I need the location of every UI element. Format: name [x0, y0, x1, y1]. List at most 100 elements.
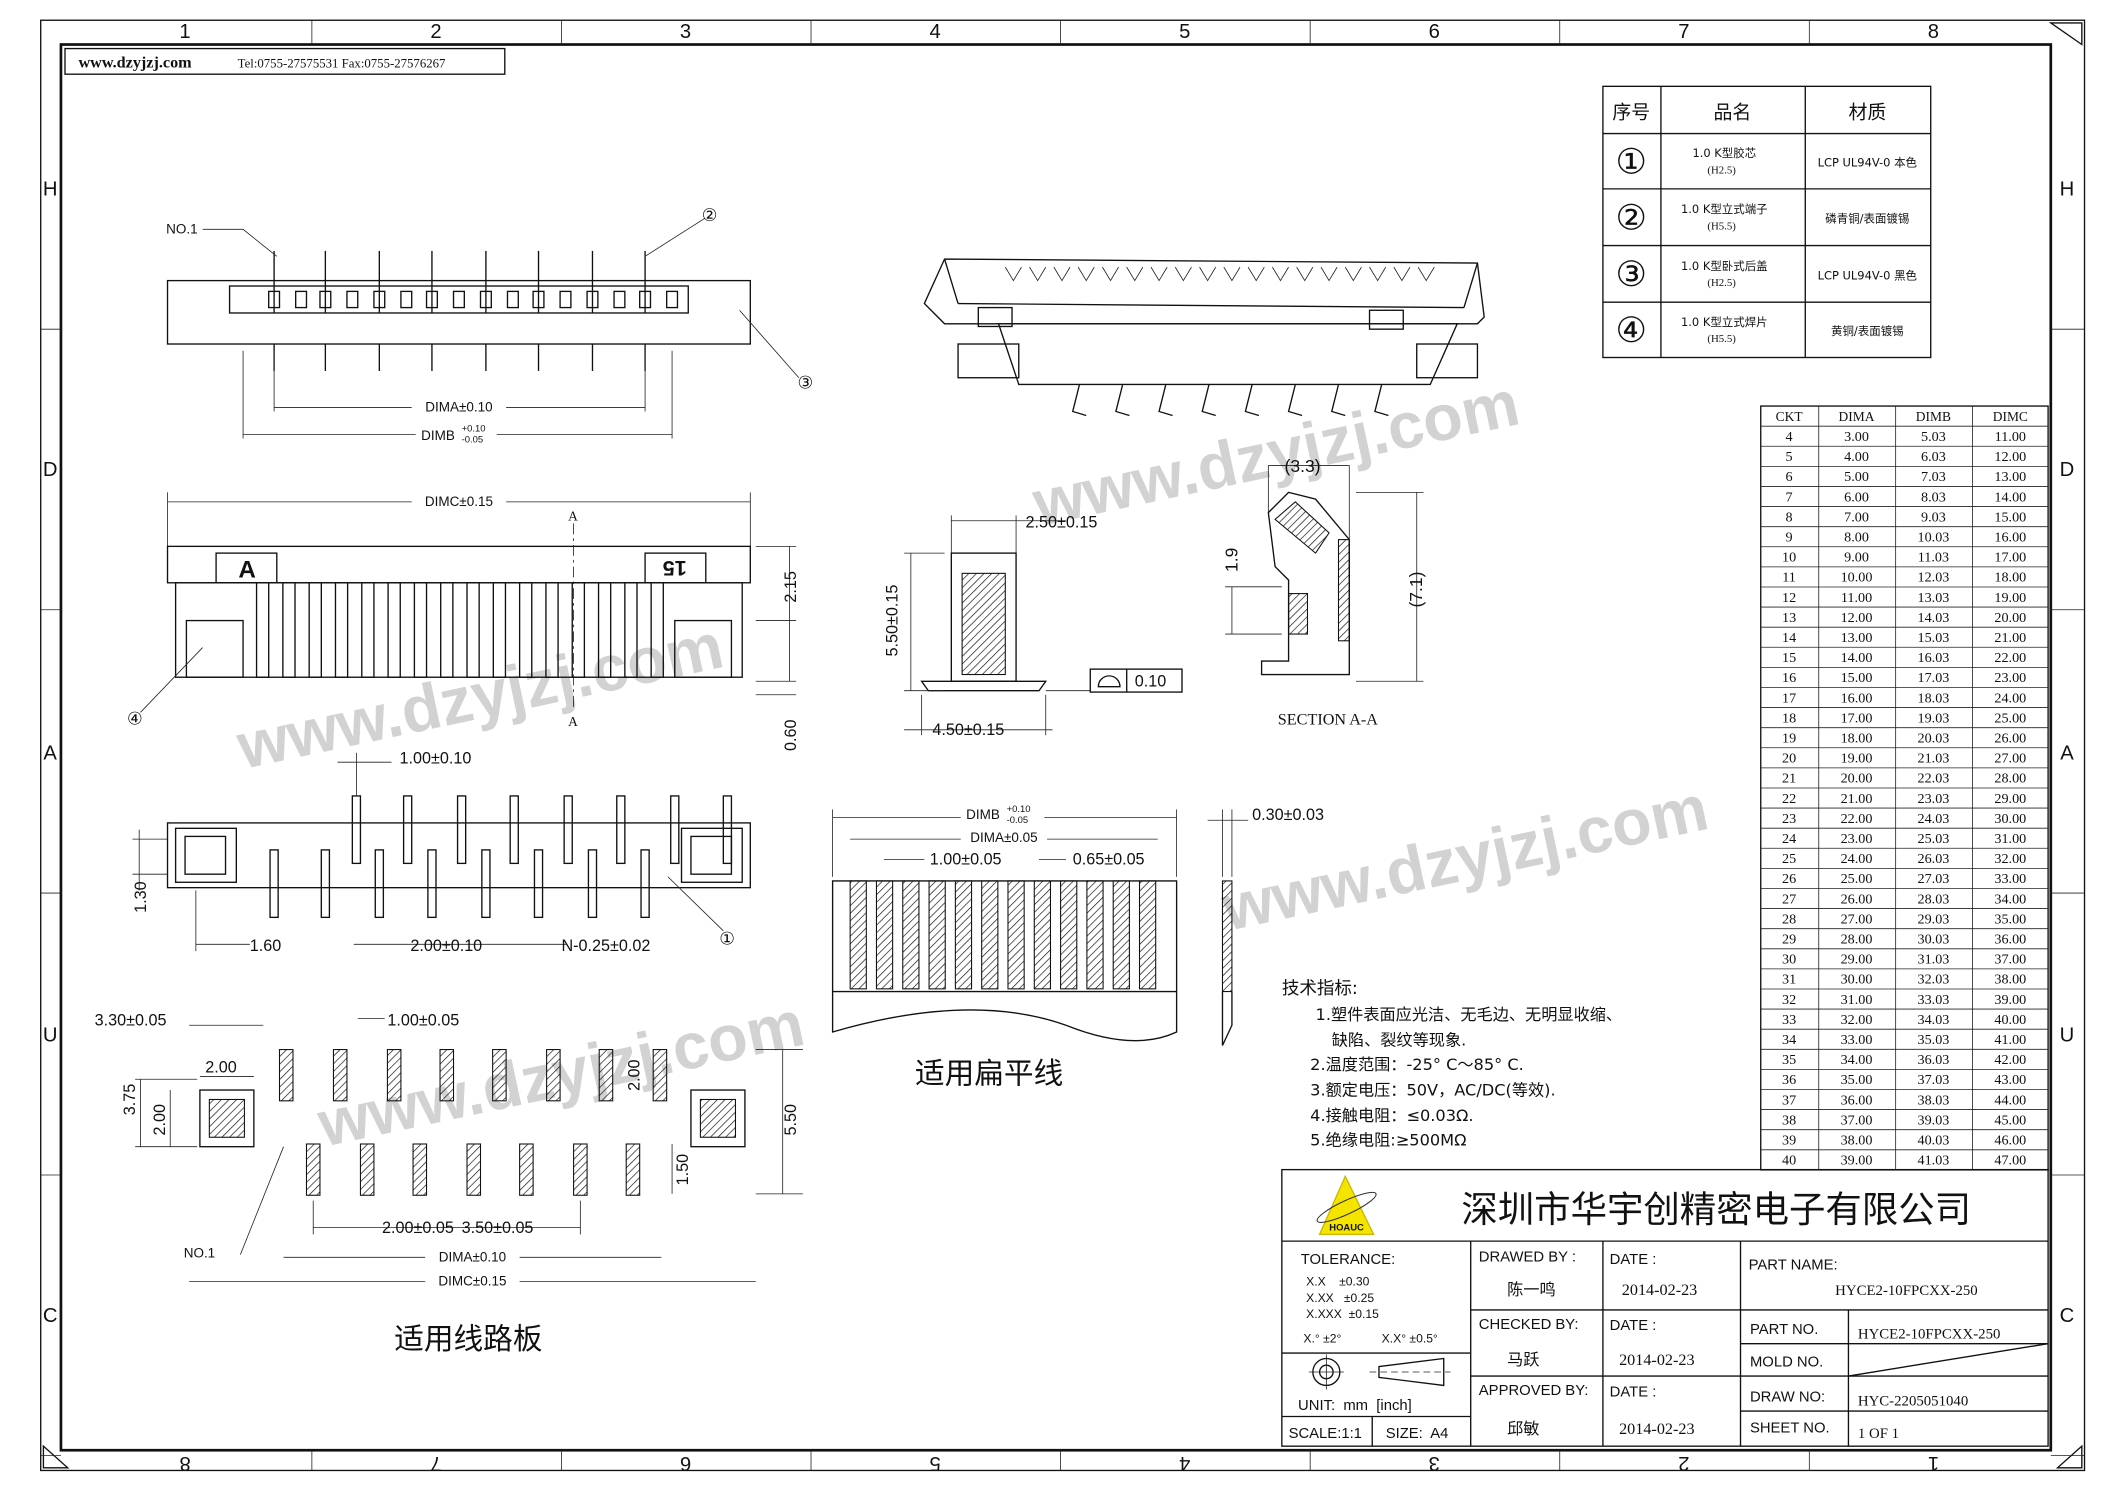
table-cell: 34.00 — [1841, 1052, 1873, 1068]
table-cell: 32.00 — [1841, 1012, 1873, 1028]
company-logo: HOAUC — [1316, 1174, 1377, 1236]
table-header: CKT — [1776, 409, 1804, 424]
table-cell: 44.00 — [1994, 1092, 2026, 1108]
pcb-pad — [466, 1143, 482, 1196]
table-cell: 7 — [1786, 489, 1793, 505]
grid-label: 8 — [1928, 21, 1939, 43]
svg-text:技术指标:: 技术指标: — [1282, 979, 1358, 999]
table-cell: 38 — [1782, 1112, 1796, 1128]
svg-text:3.50±0.05: 3.50±0.05 — [462, 1219, 534, 1237]
pcb-pad — [598, 1049, 614, 1102]
table-cell: 15.00 — [1994, 509, 2026, 525]
table-cell: 47.00 — [1994, 1153, 2026, 1169]
table-cell: 5.03 — [1921, 429, 1946, 445]
grid-label: 5 — [930, 1452, 941, 1474]
fpc-trace — [1138, 880, 1157, 990]
grid-label: 4 — [1179, 1452, 1190, 1474]
table-cell: 16.00 — [1841, 690, 1873, 706]
table-cell: 37.00 — [1841, 1112, 1873, 1128]
table-cell: 12.00 — [1994, 449, 2026, 465]
pcb-pad — [305, 1143, 321, 1196]
pcb-pad — [278, 1049, 294, 1102]
svg-text:1.塑件表面应光洁、无毛边、无明显收缩、: 1.塑件表面应光洁、无毛边、无明显收缩、 — [1316, 1005, 1623, 1024]
table-cell: 6.00 — [1844, 489, 1869, 505]
svg-text:4.50±0.15: 4.50±0.15 — [932, 721, 1004, 739]
table-cell: 29.00 — [1841, 952, 1873, 968]
table-cell: 37 — [1782, 1092, 1796, 1108]
table-cell: 12.03 — [1917, 570, 1949, 586]
projection-symbol-icon — [1308, 1354, 1451, 1390]
table-cell: 8 — [1786, 509, 1793, 525]
table-cell: 19.00 — [1841, 751, 1873, 767]
table-cell: 14.00 — [1841, 650, 1873, 666]
svg-text:1.00±0.10: 1.00±0.10 — [400, 750, 472, 768]
table-cell: 22.03 — [1917, 771, 1949, 787]
svg-text:1.00±0.05: 1.00±0.05 — [387, 1011, 459, 1029]
svg-text:DATE :: DATE : — [1610, 1318, 1657, 1334]
table-cell: 33.00 — [1994, 871, 2026, 887]
grid-label: H — [2060, 179, 2075, 201]
table-cell: 39.00 — [1994, 992, 2026, 1008]
svg-text:DIMC±0.15: DIMC±0.15 — [438, 1274, 506, 1289]
table-cell: 3.00 — [1844, 429, 1869, 445]
table-header: 序号 — [1612, 102, 1650, 124]
table-cell: 39.03 — [1917, 1112, 1949, 1128]
table-cell: 19 — [1782, 731, 1796, 747]
svg-text:www.dzyjzj.com: www.dzyjzj.com — [78, 54, 192, 71]
svg-text:DATE :: DATE : — [1610, 1252, 1657, 1268]
fpc-drawing: DIMB +0.10 -0.05 DIMA±0.05 1.00±0.05 0.6… — [831, 804, 1324, 1090]
table-cell: 24.00 — [1994, 690, 2026, 706]
pcb-pad — [625, 1143, 641, 1196]
table-cell: 33 — [1782, 1012, 1796, 1028]
table-cell: 42.00 — [1994, 1052, 2026, 1068]
table-cell: 11.00 — [1841, 590, 1872, 606]
table-cell: 20.00 — [1994, 610, 2026, 626]
svg-text:15: 15 — [663, 556, 687, 581]
svg-text:SECTION A-A: SECTION A-A — [1278, 711, 1378, 728]
fpc-trace — [1112, 880, 1130, 990]
table-cell: 22 — [1782, 791, 1796, 807]
svg-text:A: A — [568, 509, 578, 524]
table-cell: 35.00 — [1994, 911, 2026, 927]
table-cell: 22.00 — [1994, 650, 2026, 666]
svg-text:TOLERANCE:: TOLERANCE: — [1301, 1252, 1396, 1268]
svg-text:0.65±0.05: 0.65±0.05 — [1073, 851, 1145, 869]
table-cell: 28.00 — [1994, 771, 2026, 787]
fpc-trace — [981, 880, 999, 990]
table-cell: 10 — [1782, 550, 1796, 566]
svg-text:DATE :: DATE : — [1610, 1384, 1657, 1400]
table-cell: 32.00 — [1994, 851, 2026, 867]
table-cell: 41.03 — [1917, 1153, 1949, 1169]
table-cell: 14.03 — [1917, 610, 1949, 626]
svg-text:HYCE2-10FPCXX-250: HYCE2-10FPCXX-250 — [1858, 1326, 2001, 1342]
svg-text:HOAUC: HOAUC — [1329, 1222, 1364, 1233]
svg-text:④: ④ — [127, 708, 143, 728]
table-cell: 14.00 — [1994, 489, 2026, 505]
svg-text:0.60: 0.60 — [782, 719, 800, 750]
table-cell: 12.00 — [1841, 610, 1873, 626]
svg-text:(3.3): (3.3) — [1285, 456, 1321, 476]
table-cell: 10.00 — [1841, 570, 1873, 586]
table-cell: 39 — [1782, 1133, 1796, 1149]
svg-text:APPROVED BY:: APPROVED BY: — [1479, 1383, 1589, 1399]
table-cell: 37.03 — [1917, 1072, 1949, 1088]
table-cell: 28.00 — [1841, 932, 1873, 948]
table-cell: 40.00 — [1994, 1012, 2026, 1028]
table-cell: 25 — [1782, 851, 1796, 867]
svg-text:缺陷、裂纹等现象.: 缺陷、裂纹等现象. — [1332, 1031, 1467, 1050]
grid-label: 7 — [430, 1452, 441, 1474]
svg-text:3.30±0.05: 3.30±0.05 — [95, 1011, 167, 1029]
